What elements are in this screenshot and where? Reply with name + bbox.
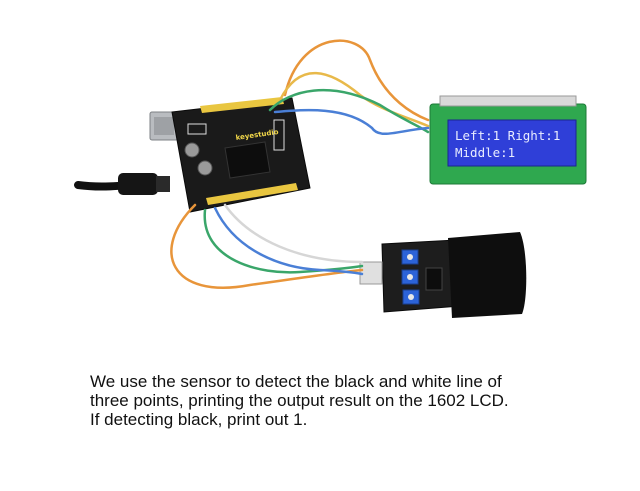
- wire-green-lcd: [268, 88, 430, 134]
- power-cable: [74, 173, 170, 195]
- wire-blue-sensor: [213, 206, 364, 276]
- lcd-line-2: Middle:1: [455, 145, 515, 160]
- wire-orange-sensor: [170, 203, 364, 289]
- wire-yellow-lcd: [278, 71, 430, 128]
- lcd-1602-module: Left:1 Right:1 Middle:1: [429, 95, 587, 185]
- caption-line-2: three points, printing the output result…: [90, 391, 509, 410]
- wire-orange-lcd: [283, 39, 430, 122]
- microcontroller-board: keyestudio: [171, 97, 311, 213]
- wire-blue-lcd: [273, 108, 430, 136]
- caption-line-3: If detecting black, print out 1.: [90, 410, 308, 429]
- lcd-line-1: Left:1 Right:1: [455, 128, 560, 143]
- wire-white-sensor: [223, 203, 364, 264]
- wire-green-sensor: [203, 208, 364, 274]
- caption: We use the sensor to detect the black an…: [90, 372, 620, 429]
- jumper-wires: [170, 39, 430, 289]
- caption-line-1: We use the sensor to detect the black an…: [90, 372, 502, 391]
- line-tracking-sensor: [359, 232, 527, 318]
